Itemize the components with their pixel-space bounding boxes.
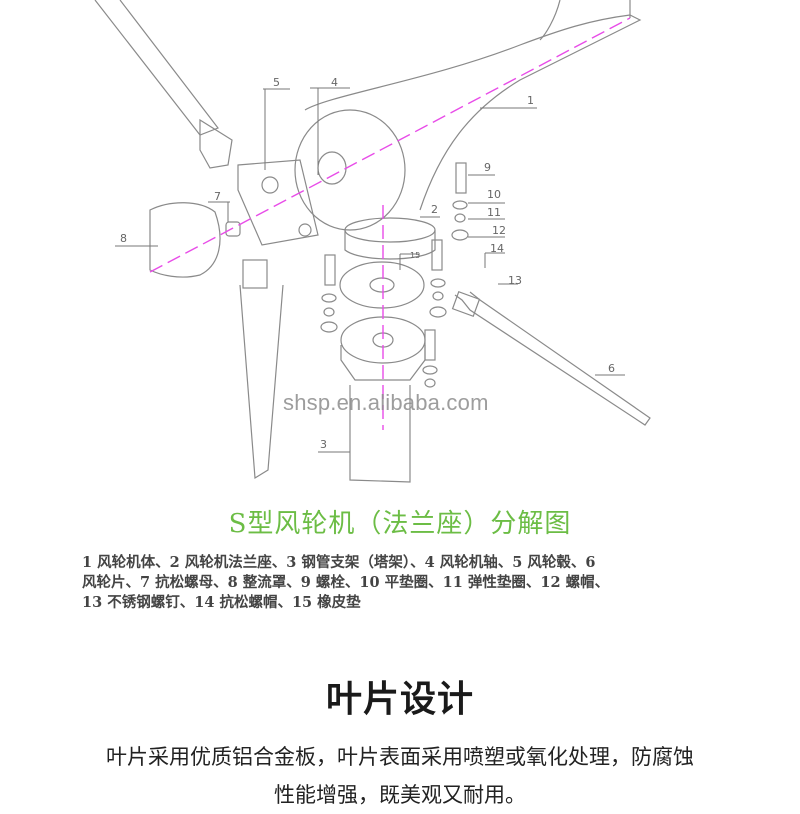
callout-2: 2 bbox=[431, 203, 438, 216]
callout-11: 11 bbox=[487, 206, 501, 219]
section-body: 叶片采用优质铝合金板，叶片表面采用喷塑或氧化处理，防腐蚀 性能增强，既美观又耐用… bbox=[20, 738, 780, 814]
callout-13: 13 bbox=[508, 274, 522, 287]
diagram-title: S型风轮机（法兰座）分解图 bbox=[228, 509, 572, 539]
callout-12: 12 bbox=[492, 224, 506, 237]
callout-3: 3 bbox=[320, 438, 327, 451]
callout-9: 9 bbox=[484, 161, 491, 174]
nose-cone bbox=[149, 202, 221, 278]
parts-legend: 1 风轮机体、2 风轮机法兰座、3 钢管支架（塔架）、4 风轮机轴、5 风轮毂、… bbox=[82, 553, 762, 613]
exploded-diagram: 1 2 3 4 5 6 7 8 9 10 11 12 13 14 15 shsp… bbox=[94, 0, 651, 483]
callout-6: 6 bbox=[608, 362, 615, 375]
callout-5: 5 bbox=[273, 76, 280, 89]
callout-10: 10 bbox=[487, 188, 501, 201]
blade-right bbox=[454, 291, 651, 426]
callout-14: 14 bbox=[490, 242, 504, 255]
legend-line-1: 1 风轮机体、2 风轮机法兰座、3 钢管支架（塔架）、4 风轮机轴、5 风轮毂、… bbox=[82, 554, 596, 571]
body-front-face bbox=[294, 109, 406, 231]
rubber-pad bbox=[339, 261, 425, 309]
blade-bottom-left bbox=[239, 284, 284, 480]
turbine-body bbox=[304, 14, 642, 211]
section-body-line-1: 叶片采用优质铝合金板，叶片表面采用喷塑或氧化处理，防腐蚀 bbox=[106, 745, 694, 769]
callout-1: 1 bbox=[527, 94, 534, 107]
hub bbox=[237, 159, 319, 246]
wind-turbine-exploded-view: 1 2 3 4 5 6 7 8 9 10 11 12 13 14 15 bbox=[94, 0, 651, 483]
callout-7: 7 bbox=[214, 190, 221, 203]
center-axis bbox=[149, 17, 631, 273]
section-body-line-2: 性能增强，既美观又耐用。 bbox=[274, 783, 526, 807]
section-title: 叶片设计 bbox=[325, 679, 474, 720]
legend-line-2: 风轮片、7 抗松螺母、8 整流罩、9 螺栓、10 平垫圈、11 弹性垫圈、12 … bbox=[82, 574, 610, 591]
callout-4: 4 bbox=[331, 76, 338, 89]
callout-8: 8 bbox=[120, 232, 127, 245]
callout-15: 15 bbox=[410, 251, 420, 260]
legend-line-3: 13 不锈钢螺钉、14 抗松螺帽、15 橡皮垫 bbox=[82, 594, 361, 611]
watermark: shsp.en.alibaba.com bbox=[283, 390, 489, 415]
tower-pipe bbox=[349, 385, 411, 483]
blade-top-left bbox=[94, 0, 219, 136]
